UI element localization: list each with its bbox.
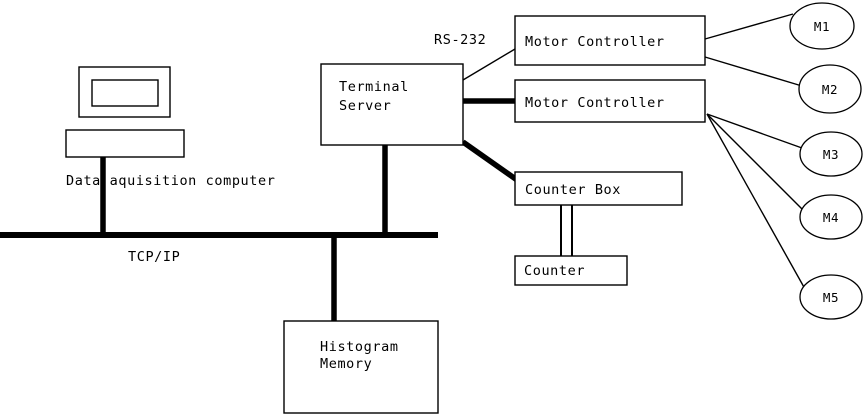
motor-m2-node[interactable]: M2 — [798, 64, 862, 114]
motor-controller-1-box[interactable] — [514, 15, 706, 66]
computer-base-icon — [65, 129, 185, 158]
motor-m2-label: M2 — [822, 82, 838, 97]
motor-m1-shape[interactable] — [789, 2, 855, 50]
link-motor-controller-2-to-m4 — [706, 113, 804, 211]
counter-label: Counter — [524, 263, 585, 279]
motor-m5-shape[interactable] — [799, 274, 863, 320]
counter-node[interactable]: Counter — [514, 255, 628, 286]
terminal-server-box[interactable] — [320, 63, 464, 146]
link-motor-controller-1-to-m1 — [704, 13, 794, 40]
motor-m4-label: M4 — [823, 210, 839, 225]
terminal-server-label-line-1: Terminal — [339, 79, 409, 95]
link-terminal-server-to-counter-box — [461, 139, 519, 183]
link-motor-controller-1-to-m2 — [704, 56, 803, 87]
counter-box-label: Counter Box — [525, 182, 621, 198]
motor-m5-node[interactable]: M5 — [799, 274, 863, 320]
motor-m4-shape[interactable] — [799, 194, 863, 240]
histogram-memory-label-line-1: Histogram — [320, 339, 399, 355]
motor-controller-2-box[interactable] — [514, 79, 706, 123]
link-motor-controller-2-to-m5 — [706, 113, 806, 290]
counter-box-box[interactable] — [514, 171, 683, 206]
monitor-screen-icon — [91, 79, 159, 107]
motor-controller-2-label: Motor Controller — [525, 95, 665, 111]
motor-controller-1-node[interactable]: Motor Controller — [514, 15, 706, 66]
network-bus-group: TCP/IP — [0, 232, 438, 265]
histogram-memory-box[interactable] — [283, 320, 439, 414]
motor-controller-2-node[interactable]: Motor Controller — [514, 79, 706, 123]
motor-m4-node[interactable]: M4 — [799, 194, 863, 240]
terminal-server-label-line-2: Server — [339, 98, 391, 114]
rs232-label: RS-232 — [434, 32, 486, 48]
motor-m3-node[interactable]: M3 — [799, 131, 863, 177]
data-acquisition-computer[interactable]: Data aquisition computer — [65, 66, 275, 189]
histogram-memory-node[interactable]: Histogram Memory — [283, 320, 439, 414]
motor-m3-label: M3 — [823, 147, 839, 162]
motor-m1-node[interactable]: M1 — [789, 2, 855, 50]
histogram-memory-label-line-2: Memory — [320, 356, 372, 372]
motor-m1-label: M1 — [814, 19, 830, 34]
motor-m2-shape[interactable] — [798, 64, 862, 114]
connections-group — [100, 13, 806, 321]
motor-controller-1-label: Motor Controller — [525, 34, 665, 50]
terminal-server-node[interactable]: Terminal Server — [320, 63, 464, 146]
link-terminal-server-to-motor-controller-1 — [462, 48, 516, 81]
motor-m5-label: M5 — [823, 290, 839, 305]
network-bus-label: TCP/IP — [128, 249, 180, 265]
counter-box-node[interactable]: Counter Box — [514, 171, 683, 206]
link-motor-controller-2-to-m3 — [706, 113, 803, 149]
data-acquisition-computer-label: Data aquisition computer — [66, 173, 275, 189]
motor-m3-shape[interactable] — [799, 131, 863, 177]
counter-box[interactable] — [514, 255, 628, 286]
